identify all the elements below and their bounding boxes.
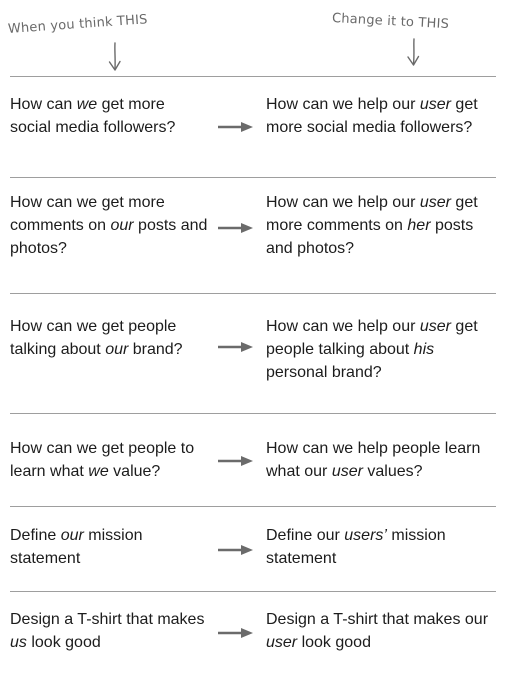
text-segment: mission statement <box>266 527 446 567</box>
right-arrow-icon <box>218 122 253 132</box>
emphasized-text: user <box>419 194 451 211</box>
table-row: How can we get people to learn what we v… <box>10 413 496 506</box>
row-after-text: How can we help our user get people talk… <box>266 315 496 384</box>
text-segment: posts and photos? <box>10 217 208 257</box>
text-segment: How can we get people to learn what <box>10 440 195 480</box>
text-segment: look good <box>26 634 101 651</box>
row-before-text: Design a T-shirt that makes us look good <box>10 608 210 654</box>
row-before-text: Define our mission statement <box>10 524 210 570</box>
right-arrow-icon <box>218 223 253 233</box>
text-segment: Define our <box>266 527 345 544</box>
annotation-when-you-think-this: When you think THIS <box>7 12 149 37</box>
text-segment: look good <box>297 634 371 651</box>
table-row: How can we get more social media followe… <box>10 76 496 177</box>
text-segment: How can we help our <box>266 318 420 335</box>
right-arrow-icon <box>218 628 253 638</box>
text-segment: personal brand? <box>266 364 382 381</box>
row-before-text: How can we get people to learn what we v… <box>10 437 210 483</box>
text-segment: values? <box>362 463 423 480</box>
emphasized-text: we <box>76 96 98 113</box>
emphasized-text: we <box>88 463 109 480</box>
text-segment: How can we help our <box>266 194 420 211</box>
emphasized-text: her <box>407 217 431 234</box>
text-segment: value? <box>108 463 161 480</box>
text-segment: How can <box>10 96 77 113</box>
row-before-text: How can we get people talking about our … <box>10 315 210 361</box>
emphasized-text: user <box>266 634 298 651</box>
hand-drawn-down-arrow-icon <box>108 42 121 71</box>
annotation-change-it-to-this: Change it to THIS <box>331 11 450 33</box>
row-after-text: Define our users’ mission statement <box>266 524 496 570</box>
right-arrow-icon <box>218 545 253 555</box>
emphasized-text: us <box>10 634 27 651</box>
row-after-text: Design a T-shirt that makes our user loo… <box>266 608 496 654</box>
emphasized-text: users’ <box>344 527 387 544</box>
text-segment: posts and photos? <box>266 217 474 257</box>
text-segment: How can we help our <box>266 96 420 113</box>
row-after-text: How can we help our user get more commen… <box>266 191 496 260</box>
emphasized-text: user <box>331 463 363 480</box>
emphasized-text: our <box>60 527 84 544</box>
emphasized-text: our <box>105 341 129 358</box>
row-before-text: How can we get more comments on our post… <box>10 191 210 260</box>
text-segment: Design a T-shirt that makes our <box>266 611 489 628</box>
row-after-text: How can we help our user get more social… <box>266 93 496 139</box>
right-arrow-icon <box>218 342 253 352</box>
table-row: How can we get more comments on our post… <box>10 177 496 293</box>
emphasized-text: user <box>419 318 451 335</box>
row-before-text: How can we get more social media followe… <box>10 93 210 139</box>
comparison-table: How can we get more social media followe… <box>10 76 496 676</box>
text-segment: get more social media followers? <box>10 96 176 136</box>
text-segment: How can we help people learn what our <box>266 440 481 480</box>
text-segment: Define <box>10 527 61 544</box>
row-after-text: How can we help people learn what our us… <box>266 437 496 483</box>
text-segment: get more social media followers? <box>266 96 478 136</box>
table-row: How can we get people talking about our … <box>10 293 496 413</box>
text-segment: mission statement <box>10 527 143 567</box>
hand-drawn-down-arrow-icon <box>407 38 420 66</box>
text-segment: How can we get more comments on <box>10 194 165 234</box>
text-segment: brand? <box>128 341 183 358</box>
emphasized-text: our <box>110 217 134 234</box>
text-segment: How can we get people talking about <box>10 318 177 358</box>
text-segment: Design a T-shirt that makes <box>10 611 205 628</box>
text-segment: get people talking about <box>266 318 478 358</box>
right-arrow-icon <box>218 456 253 466</box>
table-row: Design a T-shirt that makes us look good… <box>10 591 496 676</box>
text-segment: get more comments on <box>266 194 478 234</box>
emphasized-text: his <box>413 341 435 358</box>
table-row: Define our mission statement Define our … <box>10 506 496 591</box>
emphasized-text: user <box>419 96 451 113</box>
